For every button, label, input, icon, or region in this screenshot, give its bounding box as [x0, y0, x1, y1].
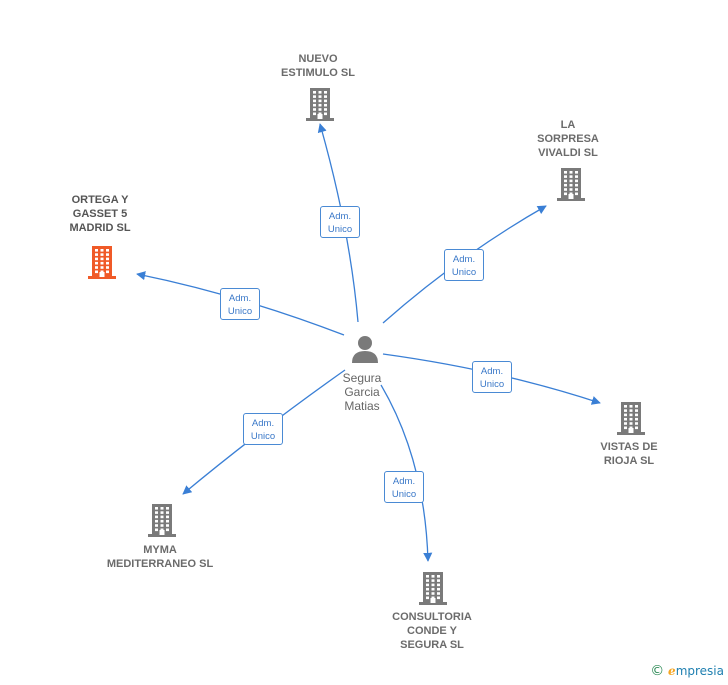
role-line: Adm.: [328, 211, 352, 222]
empresia-brand: © empresia: [650, 663, 724, 679]
person-node[interactable]: [350, 334, 380, 369]
role-badge-ortega: Adm. Unico: [220, 288, 260, 320]
role-badge-myma: Adm. Unico: [243, 413, 283, 445]
building-icon: [148, 504, 176, 537]
building-icon: [617, 402, 645, 435]
person-icon: [352, 336, 378, 363]
company-name-sorpresa[interactable]: LA SORPRESA VIVALDI SL: [537, 119, 599, 159]
role-badge-vistas: Adm. Unico: [472, 361, 512, 393]
company-node-consultoria[interactable]: [417, 571, 449, 610]
building-icon: [306, 88, 334, 121]
building-icon: [557, 168, 585, 201]
role-line: Adm.: [392, 476, 416, 487]
role-line: Unico: [479, 379, 505, 390]
role-line: Unico: [250, 431, 276, 442]
role-line: Unico: [391, 489, 417, 500]
role-line: Unico: [327, 224, 353, 235]
company-name-vistas[interactable]: VISTAS DE RIOJA SL: [600, 441, 658, 467]
role-line: Adm.: [251, 418, 275, 429]
copyright-icon: ©: [650, 663, 665, 679]
edge-consultoria: [380, 384, 433, 562]
company-name-consultoria[interactable]: CONSULTORIA CONDE Y SEGURA SL: [392, 611, 472, 651]
company-node-nuevo[interactable]: [304, 87, 336, 126]
brand-rest: mpresia: [675, 664, 724, 678]
company-node-ortega[interactable]: [86, 245, 118, 284]
role-line: Unico: [227, 306, 253, 317]
role-badge-sorpresa: Adm. Unico: [444, 249, 484, 281]
building-icon: [419, 572, 447, 605]
company-name-nuevo[interactable]: NUEVO ESTIMULO SL: [281, 53, 355, 79]
role-line: Unico: [451, 267, 477, 278]
company-name-ortega[interactable]: ORTEGA Y GASSET 5 MADRID SL: [69, 194, 131, 234]
company-node-myma[interactable]: [146, 503, 178, 542]
role-badge-consultoria: Adm. Unico: [384, 471, 424, 503]
building-icon: [88, 246, 116, 279]
person-name: Segura Garcia Matias: [342, 371, 382, 413]
brand-e: e: [668, 664, 676, 678]
company-node-vistas[interactable]: [615, 401, 647, 440]
role-line: Adm.: [480, 366, 504, 377]
company-node-sorpresa[interactable]: [555, 167, 587, 206]
role-badge-nuevo: Adm. Unico: [320, 206, 360, 238]
company-name-myma[interactable]: MYMA MEDITERRANEO SL: [106, 544, 214, 570]
role-line: Adm.: [228, 293, 252, 304]
role-line: Adm.: [452, 254, 476, 265]
